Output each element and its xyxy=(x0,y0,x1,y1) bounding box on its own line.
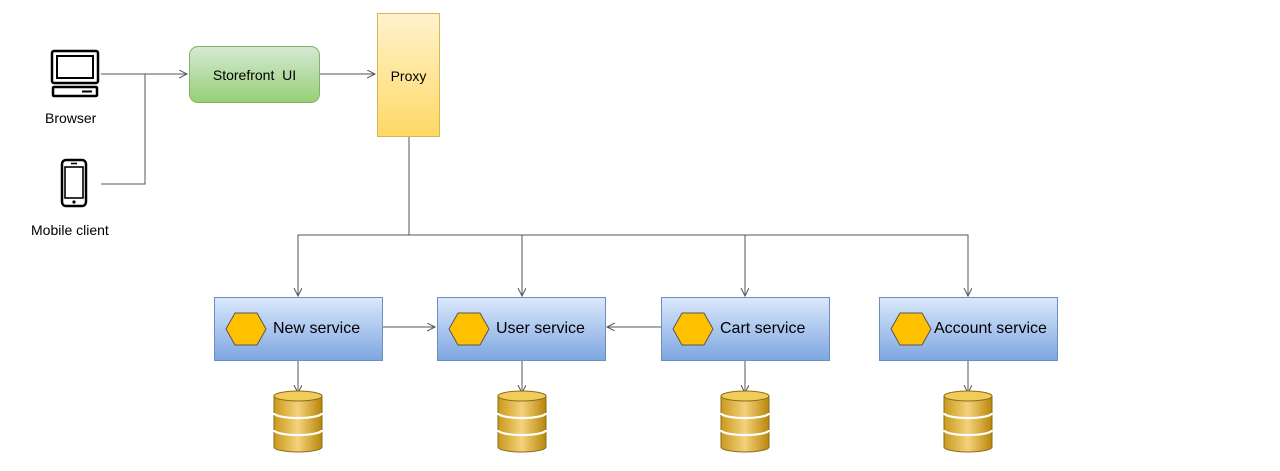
user-service-node[interactable]: User service xyxy=(437,297,606,361)
edge-mobile-storefront xyxy=(101,74,146,185)
proxy-label: Proxy xyxy=(390,68,427,84)
cart-service-node[interactable]: Cart service xyxy=(661,297,830,361)
storefront-ui-node[interactable]: Storefront UI xyxy=(189,46,320,103)
edges xyxy=(101,74,968,393)
cart-service-label: Cart service xyxy=(720,320,806,337)
user-service-label: User service xyxy=(496,320,585,337)
databases xyxy=(272,390,994,453)
new-service-node[interactable]: New service xyxy=(214,297,383,361)
database-icon xyxy=(719,390,771,453)
edge-bus-cart-service xyxy=(409,234,745,296)
proxy-node[interactable]: Proxy xyxy=(377,13,440,137)
mobile-phone-icon xyxy=(60,158,88,208)
edge-bus-user-service xyxy=(409,234,522,296)
hexagon-icon xyxy=(448,312,490,346)
mobile-client-label: Mobile client xyxy=(31,222,109,238)
browser-label: Browser xyxy=(45,110,97,126)
edge-bus-account-service xyxy=(409,234,968,296)
new-service-label: New service xyxy=(273,320,361,337)
hexagon-icon xyxy=(672,312,714,346)
account-service-label: Account service xyxy=(934,320,1047,337)
hexagon-icon xyxy=(890,312,932,346)
computer-icon xyxy=(50,49,100,98)
hexagon-icon xyxy=(225,312,267,346)
database-icon xyxy=(496,390,548,453)
edge-bus-new-service xyxy=(298,234,409,296)
database-icon xyxy=(942,390,994,453)
account-service-node[interactable]: Account service xyxy=(879,297,1058,361)
database-icon xyxy=(272,390,324,453)
storefront-ui-label: Storefront UI xyxy=(212,66,297,83)
